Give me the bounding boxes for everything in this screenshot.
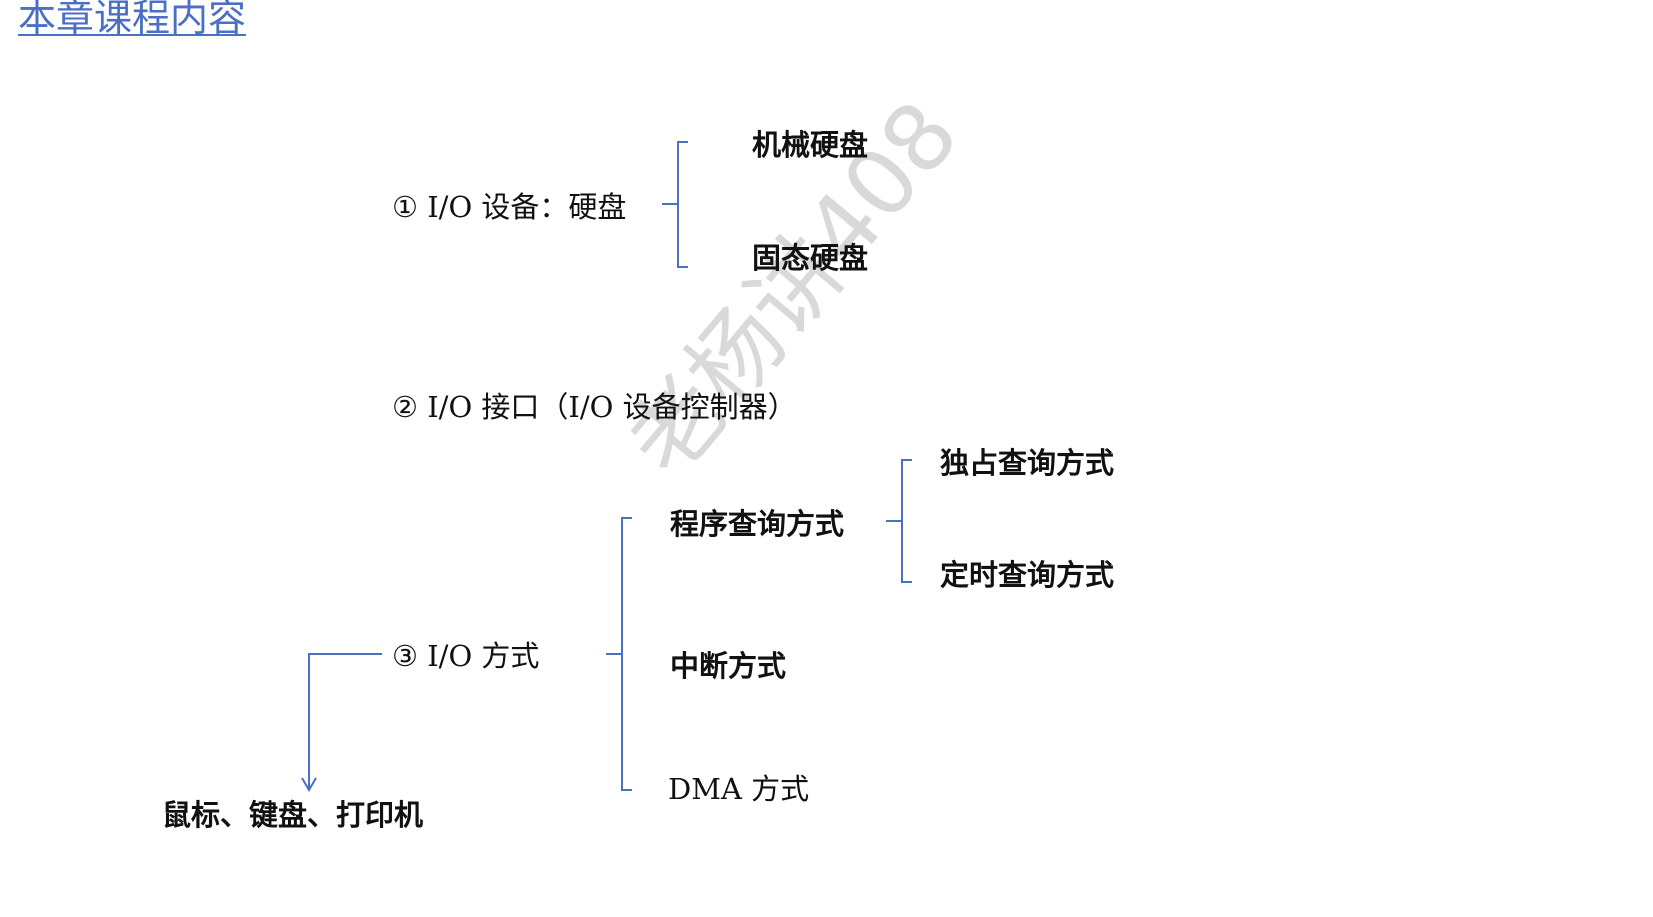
node-io-device: ① I/O 设备：硬盘 <box>392 190 627 224</box>
arrow-io-mode-examples <box>308 653 382 788</box>
node-io-interface: ② I/O 接口（I/O 设备控制器） <box>392 390 797 424</box>
node-interrupt: 中断方式 <box>670 649 787 683</box>
bracket-io-device <box>662 141 688 268</box>
bracket-io-mode <box>606 517 632 791</box>
node-ssd: 固态硬盘 <box>752 241 869 275</box>
node-examples: 鼠标、键盘、打印机 <box>162 798 424 832</box>
node-dma: DMA 方式 <box>668 772 810 806</box>
bracket-polling <box>886 459 912 583</box>
arrow-head <box>301 777 317 792</box>
node-io-mode: ③ I/O 方式 <box>392 639 540 673</box>
node-polling: 程序查询方式 <box>670 507 845 541</box>
page-title[interactable]: 本章课程内容 <box>18 0 247 40</box>
node-timed-polling: 定时查询方式 <box>940 558 1115 592</box>
node-hdd: 机械硬盘 <box>752 128 869 162</box>
node-exclusive-polling: 独占查询方式 <box>940 446 1115 480</box>
